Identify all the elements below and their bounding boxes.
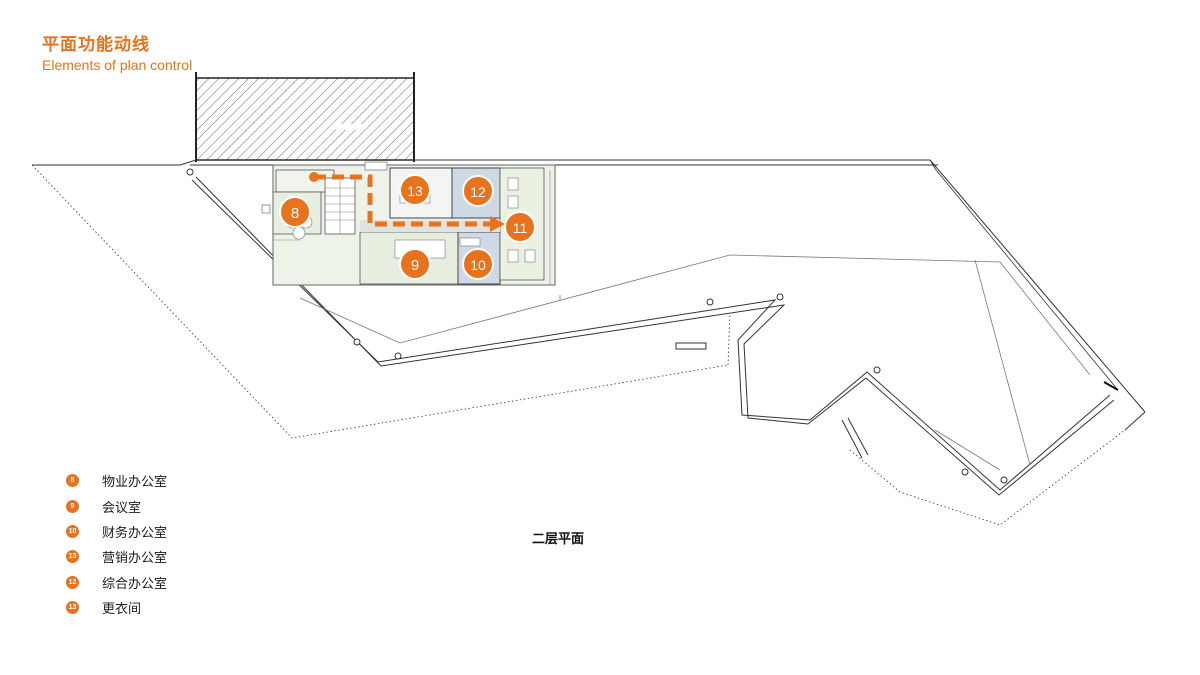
legend-item: 10 财务办公室 bbox=[66, 519, 167, 544]
svg-text:8: 8 bbox=[291, 205, 299, 222]
room-marker-9: 9 bbox=[399, 248, 431, 280]
room-marker-8: 8 bbox=[279, 196, 311, 228]
legend-marker: 13 bbox=[66, 601, 79, 615]
legend-label: 综合办公室 bbox=[102, 576, 168, 592]
svg-text:11: 11 bbox=[513, 220, 528, 236]
legend-item: 13 更衣间 bbox=[66, 595, 167, 620]
legend-label: 更衣间 bbox=[102, 602, 142, 618]
slope-lines bbox=[299, 254, 1091, 471]
legend-marker: 9 bbox=[66, 499, 79, 513]
page-title: 平面功能动线 bbox=[42, 35, 150, 55]
svg-text:13: 13 bbox=[407, 183, 423, 199]
floor-label: 二层平面 bbox=[532, 532, 585, 547]
page-subtitle: Elements of plan control bbox=[42, 57, 193, 73]
room-marker-10: 10 bbox=[462, 248, 494, 280]
room-markers: 8 13 12 11 9 10 bbox=[279, 174, 536, 280]
legend-marker: 8 bbox=[66, 474, 79, 488]
legend-label: 物业办公室 bbox=[102, 475, 168, 491]
room-marker-11: 11 bbox=[504, 211, 536, 243]
legend-marker: 13 bbox=[66, 550, 79, 564]
legend-label: 营销办公室 bbox=[102, 551, 168, 567]
legend-marker: 12 bbox=[66, 575, 79, 589]
circulation-route bbox=[309, 172, 505, 232]
legend-item: 13 营销办公室 bbox=[66, 544, 167, 569]
legend-item: 12 综合办公室 bbox=[66, 570, 167, 595]
room-marker-12: 12 bbox=[462, 175, 494, 207]
svg-text:12: 12 bbox=[470, 184, 486, 200]
legend-label: 财务办公室 bbox=[102, 525, 168, 541]
hatched-building-block bbox=[195, 72, 415, 162]
legend-label: 会议室 bbox=[102, 500, 142, 516]
legend-marker: 10 bbox=[66, 524, 79, 538]
room-marker-13: 13 bbox=[399, 174, 431, 206]
legend-item: 8 物业办公室 bbox=[66, 468, 167, 493]
svg-text:9: 9 bbox=[411, 257, 419, 274]
svg-text:10: 10 bbox=[470, 257, 486, 273]
column-markers bbox=[186, 168, 1008, 484]
legend-item: 9 会议室 bbox=[66, 493, 167, 518]
legend: 8 物业办公室 9 会议室 10 财务办公室 13 营销办公室 12 综合办公室… bbox=[66, 468, 167, 620]
terrace-edge bbox=[191, 176, 1115, 496]
